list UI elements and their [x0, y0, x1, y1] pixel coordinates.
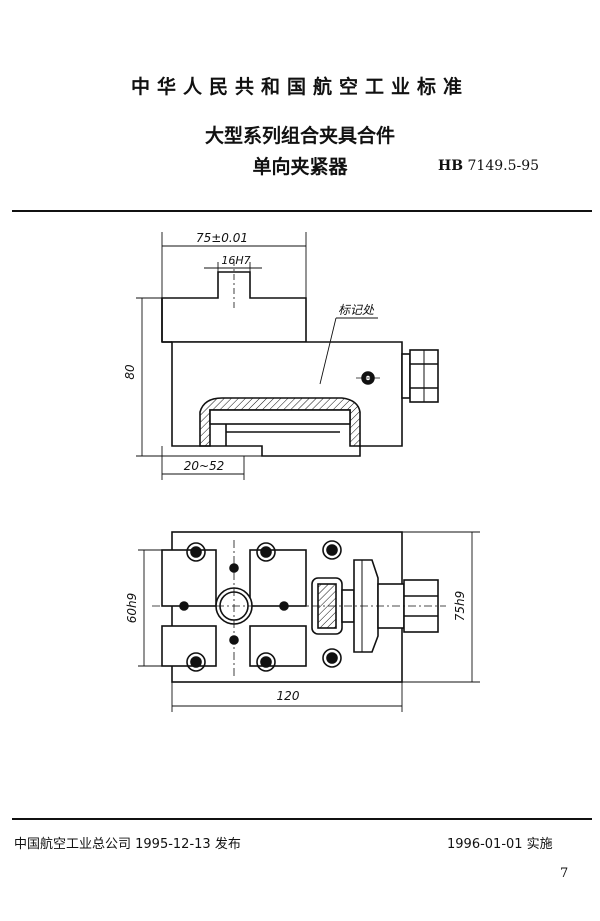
- dim-height: 80: [123, 364, 137, 380]
- standard-header: 中华人民共和国航空工业标准: [130, 76, 469, 98]
- footer-rule: [12, 818, 592, 820]
- top-view-dimensions: [138, 531, 480, 712]
- standard-code-prefix: HB: [438, 158, 464, 174]
- dim-slot-fit: 16H7: [221, 254, 250, 267]
- title-line-2: 单向夹紧器: [252, 156, 348, 178]
- effective-date: 1996-01-01 实施: [447, 837, 553, 852]
- standard-code-number: 7149.5-95: [467, 158, 540, 174]
- front-view: [161, 260, 439, 457]
- standard-code: HB 7149.5-95: [438, 158, 539, 174]
- dim-width-tolerance: 75±0.01: [196, 231, 248, 245]
- header-rule: [12, 210, 592, 212]
- top-view: [152, 531, 446, 683]
- title-line-1: 大型系列组合夹具合件: [204, 125, 395, 147]
- front-view-dimensions: [136, 232, 378, 480]
- dim-width-60h9: 60h9: [125, 593, 139, 624]
- dim-clamp-range: 20~52: [184, 459, 225, 473]
- dim-width-75h9: 75h9: [453, 591, 467, 622]
- dim-length: 120: [277, 689, 300, 703]
- page-number: 7: [560, 866, 569, 881]
- publisher-line: 中国航空工业总公司 1995-12-13 发布: [14, 837, 241, 852]
- label-mark-position: 标记处: [338, 303, 375, 317]
